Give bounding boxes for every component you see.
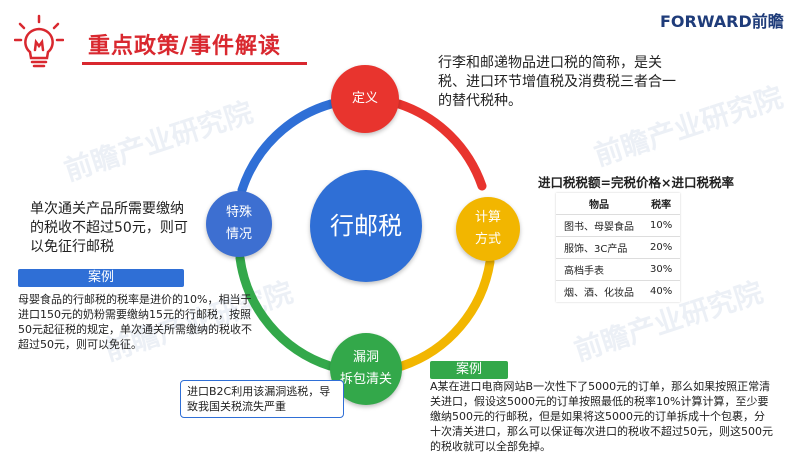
feature-text: 单次通关产品所需要缴纳的税收不超过50元，则可以免征行邮税 [30,201,188,255]
center-label: 行邮税 [330,212,402,240]
table-row: 图书、母婴食品 10% [556,214,681,237]
table-cell-rate: 20% [642,236,681,259]
loophole-note: 进口B2C利用该漏洞逃税，导致我国关税流失严重 [180,380,344,418]
table-cell-item: 烟、酒、化妆品 [556,280,642,302]
table-row: 烟、酒、化妆品 40% [556,280,681,302]
calculation-node: 计算 方式 [456,197,520,261]
loophole-label-1: 漏洞 [352,350,379,365]
ring-arc-yellow [397,257,495,371]
table-cell-item: 高档手表 [556,258,642,281]
table-row: 服饰、3C产品 20% [556,236,681,259]
center-node: 行邮税 [310,170,422,282]
table-header-item: 物品 [589,200,609,211]
ring-arc-green [235,253,335,371]
feature-label-2: 情况 [225,227,252,242]
ring-arc-blue [237,99,336,195]
page-title: 重点政策/事件解读 [88,34,282,59]
table-header-row: 物品 税率 [556,193,680,215]
brand-logo: FORWARD前瞻 [660,8,784,32]
table-cell-item: 图书、母婴食品 [556,214,642,237]
calculation-label-1: 计算 [474,210,501,225]
definition-node: 定义 [331,65,399,133]
case-text-2: A某在进口电商网站B一次性下了5000元的订单，那么如果按照正常清关进口，假设这… [430,380,773,453]
definition-text: 行李和邮递物品进口税的简称，是关税、进口环节增值税及消费税三者合一的替代税种。 [438,55,676,109]
loophole-label-2: 拆包清关 [339,372,392,387]
lightbulb-icon [14,14,64,68]
table-cell-item: 服饰、3C产品 [556,236,642,259]
case-tag-1: 案例 [18,269,184,287]
case-tag-2: 案例 [430,361,508,379]
logo-forward: FORWARD [660,12,752,31]
definition-label: 定义 [351,91,378,106]
logo-cn: 前瞻 [751,12,784,31]
calculation-label-2: 方式 [474,232,501,247]
table-header-rate: 税率 [651,200,672,211]
table-cell-rate: 30% [642,258,681,281]
table-cell-rate: 10% [642,214,681,237]
tax-formula: 进口税税额=完税价格×进口税税率 [538,175,734,190]
tax-rate-table: 物品 税率 图书、母婴食品 10% 服饰、3C产品 20% 高档手表 30% 烟… [556,193,681,302]
title-underline [82,62,307,65]
case-text-1: 母婴食品的行邮税的税率是进价的10%，相当于进口150元的奶粉需要缴纳15元的行… [18,293,252,351]
feature-node: 特殊 情况 [206,191,272,257]
feature-label-1: 特殊 [225,205,252,220]
table-cell-rate: 40% [642,280,681,302]
ring-arc-red [394,99,487,191]
table-row: 高档手表 30% [556,258,681,281]
